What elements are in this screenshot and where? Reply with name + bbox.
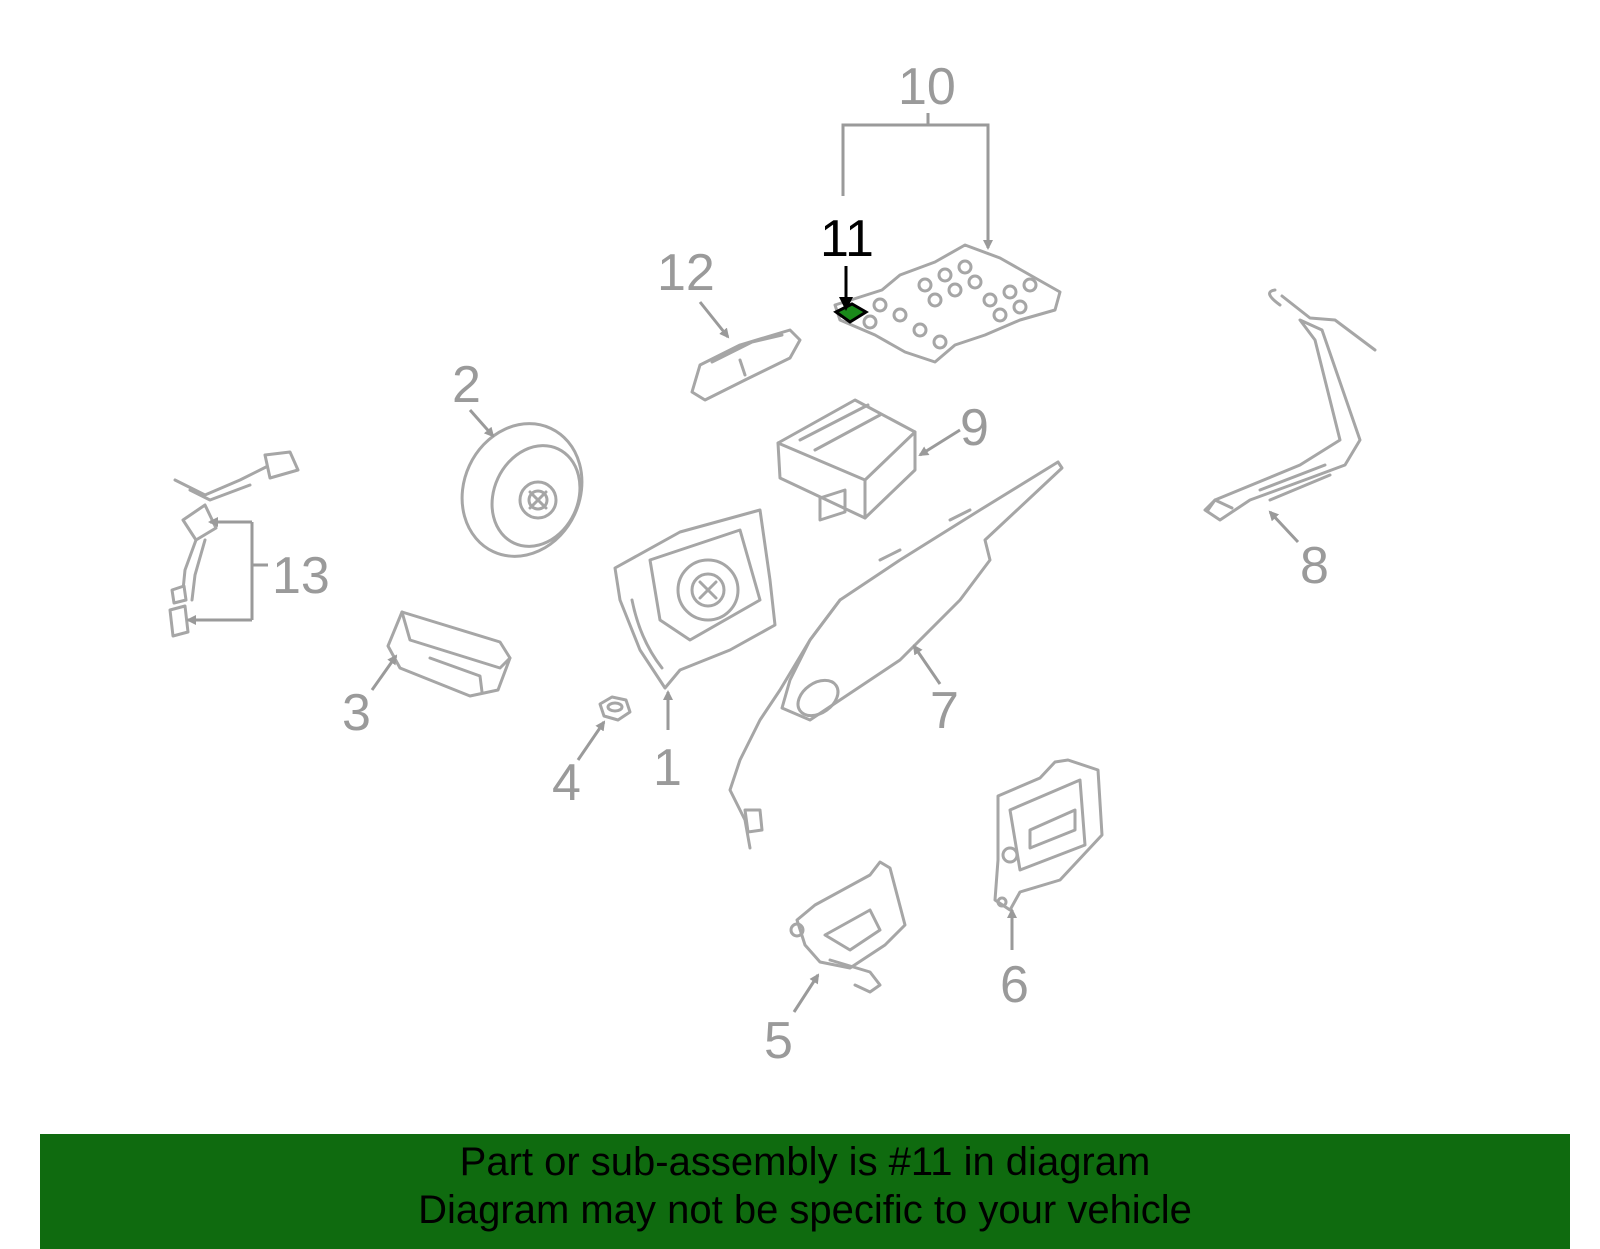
banner-line-2: Diagram may not be specific to your vehi… bbox=[418, 1188, 1192, 1232]
part-4-nut bbox=[598, 695, 632, 722]
leader-5 bbox=[792, 973, 820, 1013]
leader-9 bbox=[918, 428, 961, 457]
leader-2 bbox=[468, 409, 495, 438]
part-6-side-module bbox=[993, 758, 1104, 912]
callout-7: 7 bbox=[930, 682, 959, 740]
banner-line-1: Part or sub-assembly is #11 in diagram bbox=[459, 1140, 1151, 1184]
parts-diagram: 10 11 12 2 9 13 8 3 7 4 1 6 5 bbox=[168, 58, 1377, 1070]
callout-5: 5 bbox=[764, 1012, 793, 1070]
part-13-harness bbox=[168, 450, 300, 638]
callout-4: 4 bbox=[552, 754, 581, 812]
part-3-passenger-airbag bbox=[386, 610, 512, 698]
callout-10: 10 bbox=[898, 58, 956, 116]
leader-4 bbox=[576, 720, 606, 761]
callout-11: 11 bbox=[820, 210, 874, 268]
leader-10-bracket bbox=[841, 123, 993, 250]
part-1-steering-cover bbox=[613, 508, 777, 690]
leader-8 bbox=[1268, 510, 1300, 544]
part-2-airbag-module bbox=[460, 422, 584, 558]
info-banner: Part or sub-assembly is #11 in diagram D… bbox=[40, 1134, 1570, 1249]
part-10-sensor-mat bbox=[833, 243, 1062, 364]
callout-8: 8 bbox=[1300, 537, 1329, 595]
part-5-knee-airbag bbox=[789, 860, 907, 994]
leader-7 bbox=[912, 644, 942, 685]
part-12-sensor bbox=[690, 328, 802, 402]
callout-6: 6 bbox=[1000, 956, 1029, 1014]
part-7-curtain-airbag bbox=[728, 460, 1064, 850]
callout-13: 13 bbox=[272, 547, 330, 605]
leader-13-bracket bbox=[188, 520, 268, 622]
callout-12: 12 bbox=[657, 244, 715, 302]
callout-9: 9 bbox=[960, 399, 989, 457]
part-9-control-module bbox=[776, 398, 917, 522]
leader-12 bbox=[698, 301, 730, 339]
callout-1: 1 bbox=[653, 739, 682, 797]
callout-2: 2 bbox=[452, 356, 481, 414]
leader-3 bbox=[370, 654, 398, 691]
part-8-side-component bbox=[1203, 288, 1377, 522]
callout-3: 3 bbox=[342, 684, 371, 742]
